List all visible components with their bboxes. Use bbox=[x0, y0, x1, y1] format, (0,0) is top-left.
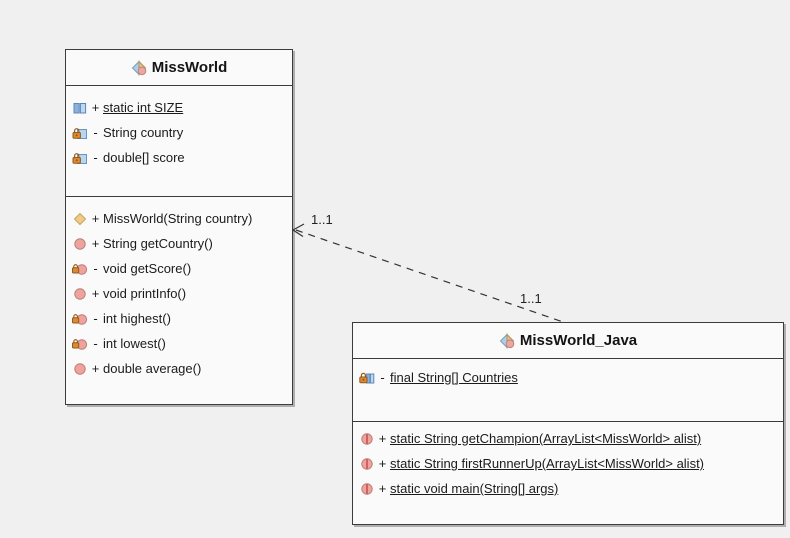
private-method-icon bbox=[72, 263, 88, 275]
methods-section: + static String getChampion(ArrayList<Mi… bbox=[353, 422, 783, 501]
attributes-section: - final String[] Countries bbox=[353, 359, 783, 422]
visibility-sign: + bbox=[91, 211, 100, 226]
private-method-icon bbox=[72, 313, 88, 325]
method-row[interactable]: - void getScore() bbox=[66, 256, 292, 281]
method-row[interactable]: + static String getChampion(ArrayList<Mi… bbox=[353, 426, 783, 451]
public-method-icon bbox=[74, 237, 86, 250]
visibility-sign: + bbox=[378, 431, 387, 446]
method-row[interactable]: + static void main(String[] args) bbox=[353, 476, 783, 501]
attribute-row[interactable]: - double[] score bbox=[66, 145, 292, 170]
class-icon bbox=[131, 60, 147, 75]
member-text: int highest() bbox=[103, 311, 171, 326]
member-text: final String[] Countries bbox=[390, 370, 518, 385]
visibility-sign: + bbox=[91, 100, 100, 115]
class-name: MissWorld bbox=[151, 59, 228, 76]
public-method-icon bbox=[74, 362, 86, 375]
public-static-method-icon bbox=[360, 432, 374, 445]
private-method-icon bbox=[72, 338, 88, 350]
private-field-icon bbox=[72, 127, 88, 139]
class-icon bbox=[499, 333, 515, 348]
visibility-sign: - bbox=[93, 150, 98, 165]
class-name: MissWorld_Java bbox=[519, 332, 638, 349]
private-static-field-icon bbox=[359, 372, 375, 384]
class-header[interactable]: MissWorld_Java bbox=[353, 323, 783, 359]
constructor-icon bbox=[74, 212, 86, 225]
attribute-row[interactable]: - String country bbox=[66, 120, 292, 145]
member-text: static String firstRunnerUp(ArrayList<Mi… bbox=[390, 456, 705, 471]
visibility-sign: - bbox=[380, 370, 385, 385]
member-text: void printInfo() bbox=[103, 286, 187, 301]
member-text: int lowest() bbox=[103, 336, 166, 351]
method-row[interactable]: + String getCountry() bbox=[66, 231, 292, 256]
member-text: double[] score bbox=[103, 150, 185, 165]
attribute-row[interactable]: - final String[] Countries bbox=[353, 365, 783, 390]
member-text: static int SIZE bbox=[103, 100, 184, 115]
association-line[interactable] bbox=[295, 229, 567, 324]
method-row[interactable]: - int lowest() bbox=[66, 331, 292, 356]
member-text: static String getChampion(ArrayList<Miss… bbox=[390, 431, 702, 446]
method-row[interactable]: + static String firstRunnerUp(ArrayList<… bbox=[353, 451, 783, 476]
visibility-sign: - bbox=[93, 336, 98, 351]
public-method-icon bbox=[74, 287, 86, 300]
method-row[interactable]: - int highest() bbox=[66, 306, 292, 331]
member-text: String country bbox=[103, 125, 184, 140]
visibility-sign: - bbox=[93, 261, 98, 276]
multiplicity-label-source[interactable]: 1..1 bbox=[311, 212, 333, 227]
method-row[interactable]: + void printInfo() bbox=[66, 281, 292, 306]
multiplicity-label-target[interactable]: 1..1 bbox=[520, 291, 542, 306]
visibility-sign: + bbox=[91, 361, 100, 376]
class-box-missworld-java[interactable]: MissWorld_Java - final String[] Countrie… bbox=[352, 322, 784, 525]
method-row[interactable]: + double average() bbox=[66, 356, 292, 381]
public-static-field-icon bbox=[73, 102, 87, 113]
attribute-row[interactable]: + static int SIZE bbox=[66, 95, 292, 120]
member-text: String getCountry() bbox=[103, 236, 213, 251]
visibility-sign: - bbox=[93, 311, 98, 326]
member-text: static void main(String[] args) bbox=[390, 481, 559, 496]
methods-section: + MissWorld(String country) + String get… bbox=[66, 197, 292, 381]
visibility-sign: + bbox=[91, 286, 100, 301]
member-text: void getScore() bbox=[103, 261, 192, 276]
member-text: double average() bbox=[103, 361, 202, 376]
private-field-icon bbox=[72, 152, 88, 164]
public-static-method-icon bbox=[360, 482, 374, 495]
visibility-sign: - bbox=[93, 125, 98, 140]
visibility-sign: + bbox=[378, 481, 387, 496]
attributes-section: + static int SIZE - String country - dou… bbox=[66, 86, 292, 197]
public-static-method-icon bbox=[360, 457, 374, 470]
class-box-missworld[interactable]: MissWorld + static int SIZE - String cou… bbox=[65, 49, 293, 405]
class-header[interactable]: MissWorld bbox=[66, 50, 292, 86]
visibility-sign: + bbox=[378, 456, 387, 471]
visibility-sign: + bbox=[91, 236, 100, 251]
method-row[interactable]: + MissWorld(String country) bbox=[66, 206, 292, 231]
member-text: MissWorld(String country) bbox=[103, 211, 253, 226]
